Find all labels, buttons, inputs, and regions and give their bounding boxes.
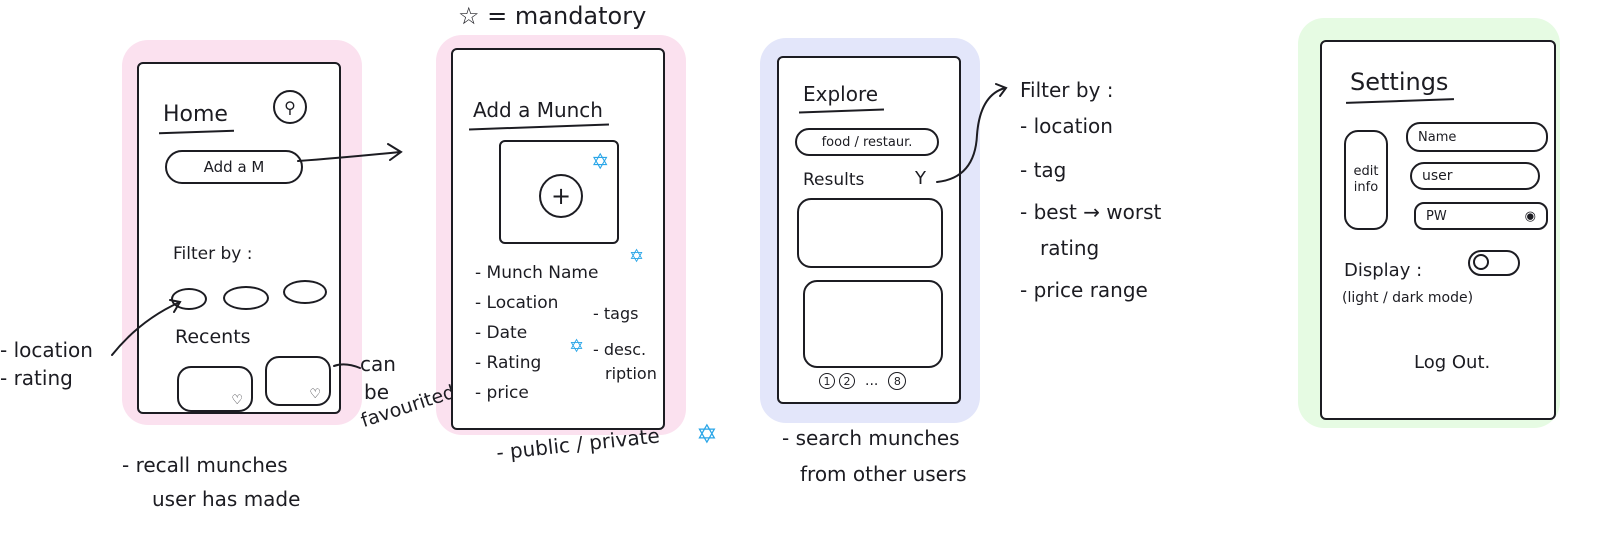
field-date[interactable]: - Date: [475, 323, 528, 343]
add-munch-screen: Add a Munch + ✡ - Munch Name - Location …: [451, 48, 665, 430]
filter-icon[interactable]: Y: [915, 168, 926, 189]
add-munch-button[interactable]: Add a M: [165, 150, 303, 184]
heart-icon[interactable]: ♡: [309, 387, 321, 402]
search-icon[interactable]: ⚲: [273, 90, 307, 124]
display-label: Display :: [1344, 260, 1423, 281]
home-description: - recall munches user has made: [122, 453, 301, 511]
image-upload-box[interactable]: +: [499, 140, 619, 244]
field-rating[interactable]: - Rating: [475, 353, 542, 373]
password-field[interactable]: PW ◉: [1414, 202, 1548, 230]
field-list: - Munch Name - Location - Date - Rating …: [475, 258, 598, 408]
explore-description: - search munches from other users: [782, 426, 967, 486]
page-title: Add a Munch: [469, 98, 609, 131]
home-filter-notes: - location - rating: [0, 338, 93, 390]
logout-button[interactable]: Log Out.: [1414, 352, 1491, 373]
page-8-button[interactable]: 8: [888, 372, 907, 390]
result-card-2[interactable]: [803, 280, 943, 368]
field-location[interactable]: - Location: [475, 293, 559, 313]
mandatory-star-icon: ✡: [591, 150, 610, 175]
plus-icon[interactable]: +: [539, 174, 583, 218]
page-ellipsis: ...: [865, 373, 879, 389]
mandatory-legend: ☆ = mandatory: [458, 2, 646, 30]
username-field[interactable]: user: [1410, 162, 1540, 190]
field-list-right: - tags - desc. ription: [593, 304, 657, 383]
pagination: 1 2 ... 8: [819, 372, 907, 390]
field-description[interactable]: - desc.: [593, 340, 647, 359]
field-munch-name[interactable]: - Munch Name: [475, 263, 599, 283]
filter-chip-3[interactable]: [283, 280, 327, 304]
home-screen: Home ⚲ Add a M Filter by : Recents ♡ ♡: [137, 62, 341, 414]
page-title: Explore: [798, 82, 885, 114]
page-title: Home: [158, 102, 234, 135]
edit-info-button[interactable]: edit info: [1344, 130, 1388, 230]
filter-label: Filter by :: [173, 244, 253, 264]
favourite-note: can be: [360, 352, 396, 404]
toggle-knob: [1473, 254, 1489, 270]
theme-toggle[interactable]: [1468, 250, 1520, 276]
recent-card-1[interactable]: ♡: [177, 366, 253, 412]
mandatory-star-icon: ✡: [629, 246, 645, 267]
search-input[interactable]: food / restaur.: [795, 128, 939, 156]
mandatory-star-icon: ✡: [696, 420, 718, 450]
filter-chip-2[interactable]: [223, 286, 269, 310]
result-card-1[interactable]: [797, 198, 943, 268]
recent-card-2[interactable]: ♡: [265, 356, 331, 406]
field-tags[interactable]: - tags: [593, 304, 639, 323]
page-1-button[interactable]: 1: [819, 373, 835, 389]
name-field[interactable]: Name: [1406, 122, 1548, 152]
field-price[interactable]: - price: [475, 383, 529, 403]
eye-icon[interactable]: ◉: [1524, 208, 1536, 224]
heart-icon[interactable]: ♡: [231, 393, 243, 408]
explore-screen: Explore food / restaur. Results Y 1 2 ..…: [777, 56, 961, 404]
settings-screen: Settings edit info Name user PW ◉ Displa…: [1320, 40, 1556, 420]
filter-chip-1[interactable]: [171, 288, 207, 310]
recents-label: Recents: [175, 326, 251, 348]
explore-filter-notes: Filter by : - location - tag - best → wo…: [1020, 78, 1162, 302]
page-title: Settings: [1345, 68, 1455, 104]
results-label: Results: [803, 170, 865, 190]
page-2-button[interactable]: 2: [839, 373, 855, 389]
mandatory-star-icon: ✡: [569, 336, 585, 357]
display-sub-label: (light / dark mode): [1342, 290, 1474, 306]
star-icon: ☆: [458, 2, 480, 30]
legend-label: = mandatory: [487, 2, 647, 30]
